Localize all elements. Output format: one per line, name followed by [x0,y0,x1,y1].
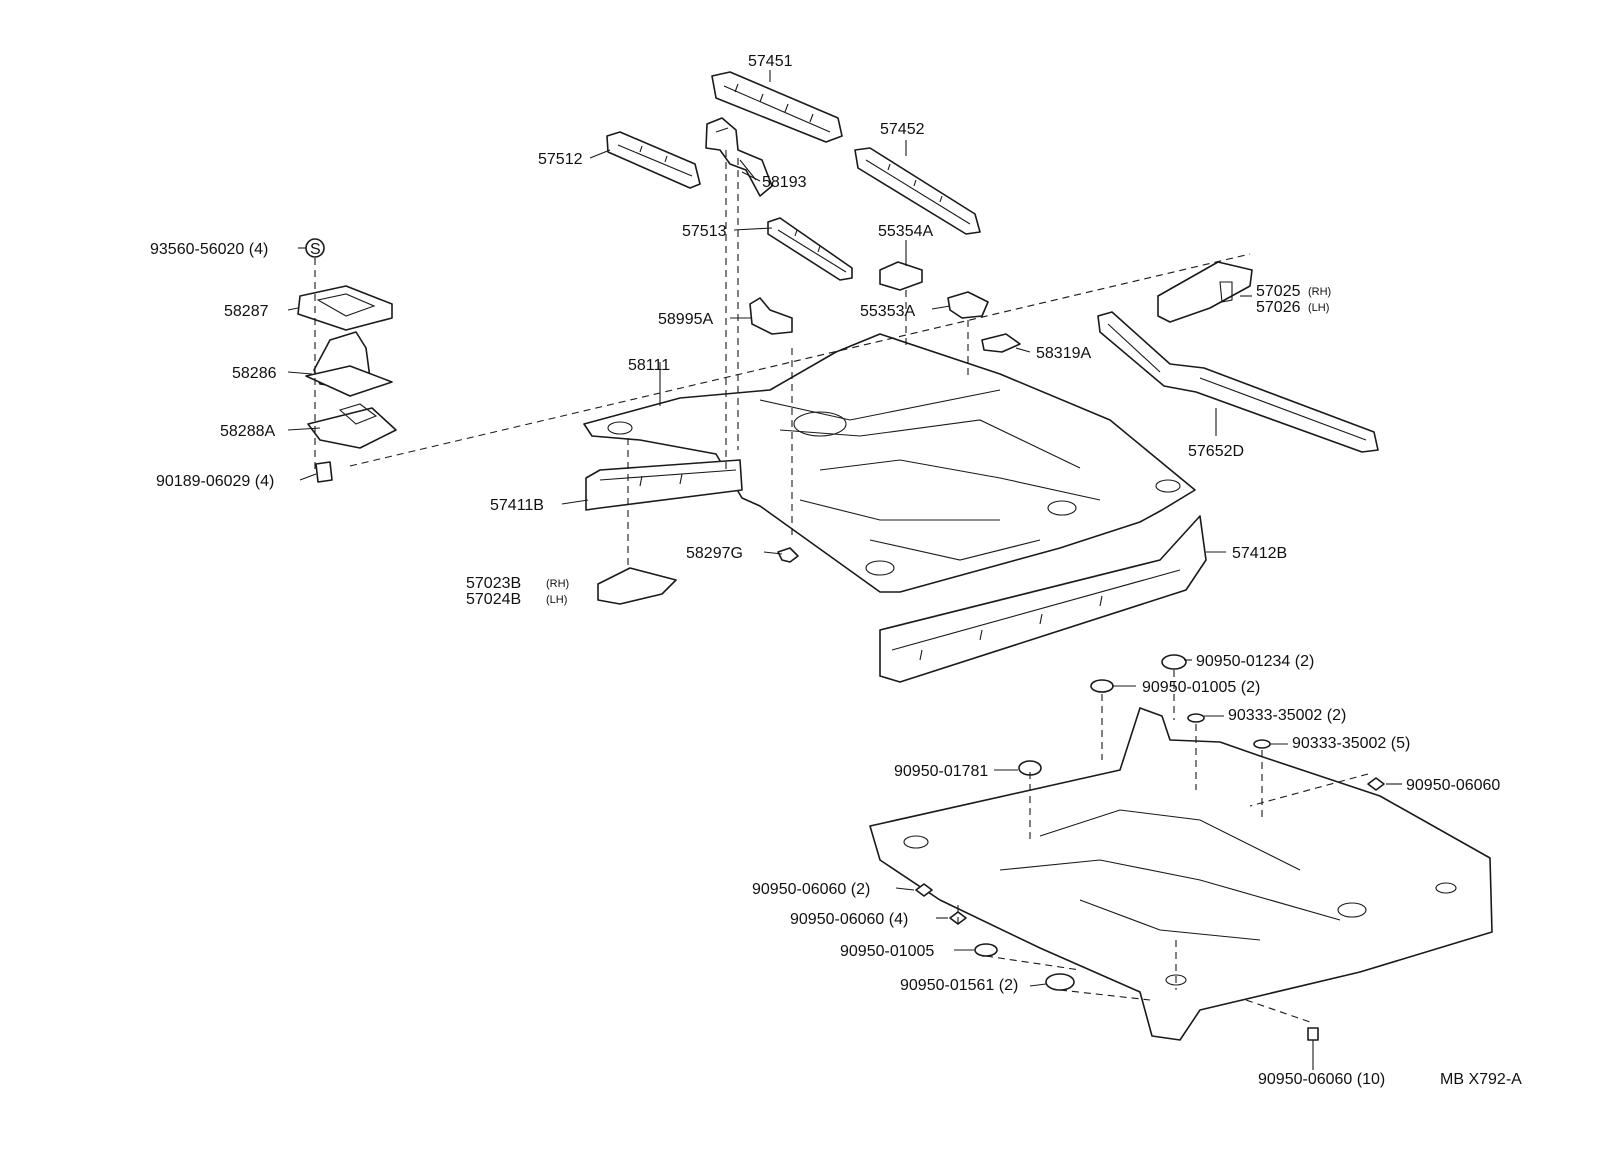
label-93560-56020: 93560-56020 (4) [150,241,268,258]
label-90950-01781: 90950-01781 [894,763,988,780]
label-58288A: 58288A [220,423,275,440]
part-58319A [981,333,1021,353]
callout-labels: 57451 57452 57512 58193 57513 55354A 935… [150,53,1522,1088]
label-90333-35002-2: 90333-35002 (2) [1228,707,1346,724]
label-58995A: 58995A [658,311,713,328]
label-57023B-side: (RH) [546,578,569,590]
part-57513 [767,217,853,281]
plug-90950-01561 [1045,973,1075,991]
label-57026-side: (LH) [1308,302,1329,314]
label-57026: 57026 [1256,299,1301,316]
label-90950-06060-4: 90950-06060 (4) [790,911,908,928]
label-90950-01005-2: 90950-01005 (2) [1142,679,1260,696]
label-90950-06060-2: 90950-06060 (2) [752,881,870,898]
label-58111: 58111 [628,357,670,374]
label-90950-01005: 90950-01005 [840,943,934,960]
part-58297G [777,547,799,563]
label-58297G: 58297G [686,545,743,562]
alignment-lines [314,150,1369,1023]
label-s-mark: S [310,241,321,258]
diagram-code: MB X792-A [1440,1071,1522,1088]
plug-90333-35002-5 [1253,739,1271,749]
part-55354A [879,261,923,291]
part-58995A [749,297,793,335]
part-57451 [711,71,843,143]
part-57652D [1097,311,1379,453]
label-57512: 57512 [538,151,583,168]
label-58286: 58286 [232,365,277,382]
part-58111-floor-pan [583,333,1196,593]
leader-lines [287,70,1402,1070]
part-57512 [606,131,701,189]
part-55353A [947,291,989,319]
label-90189-06029: 90189-06029 (4) [156,473,274,490]
part-57412B [879,515,1207,683]
part-57023B-57024B [597,567,677,605]
label-55353A: 55353A [860,303,915,320]
label-90950-01234: 90950-01234 (2) [1196,653,1314,670]
label-58193: 58193 [762,174,807,191]
label-90950-06060-10: 90950-06060 (10) [1258,1071,1385,1088]
part-57452 [854,147,981,235]
label-58287: 58287 [224,303,269,320]
part-floor-silencer [869,707,1493,1041]
plug-90950-01005-2 [1090,679,1114,693]
label-57023B: 57023B [466,575,521,592]
label-57412B: 57412B [1232,545,1287,562]
label-55354A: 55354A [878,223,933,240]
part-57411B [585,459,743,511]
label-57024B-side: (LH) [546,594,567,606]
plug-90950-01005 [974,943,998,957]
label-57513: 57513 [682,223,727,240]
part-58193 [705,117,773,197]
plug-90333-35002-2 [1187,713,1205,723]
label-57451: 57451 [748,53,793,70]
label-58319A: 58319A [1036,345,1091,362]
plug-90950-01234 [1161,654,1187,670]
label-57025-side: (RH) [1308,286,1331,298]
part-57025-57026 [1157,261,1253,323]
label-57025: 57025 [1256,283,1301,300]
label-90950-01561: 90950-01561 (2) [900,977,1018,994]
label-57452: 57452 [880,121,925,138]
label-90950-06060: 90950-06060 [1406,777,1500,794]
shift-boot-assembly [297,238,397,483]
label-57652D: 57652D [1188,443,1244,460]
label-57024B: 57024B [466,591,521,608]
label-57411B: 57411B [490,497,544,514]
label-90333-35002-5: 90333-35002 (5) [1292,735,1410,752]
